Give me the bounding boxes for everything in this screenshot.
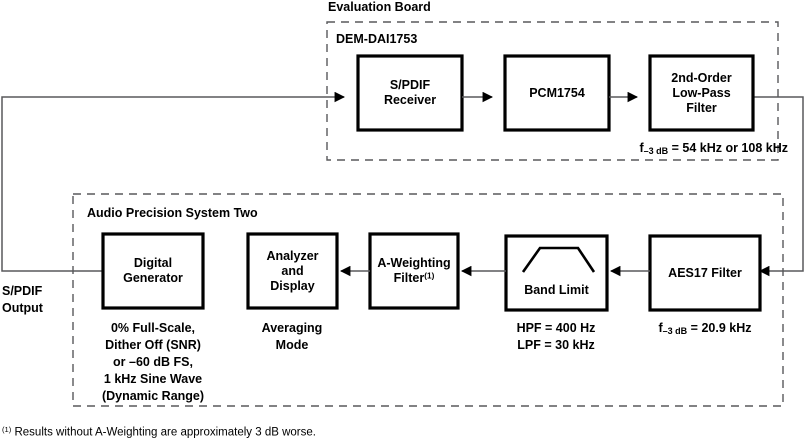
analyzer-mode-line1: Averaging xyxy=(261,321,323,335)
evaluation-board-title: Evaluation Board xyxy=(328,0,431,14)
wire-lowpass-to-aes17 xyxy=(752,96,804,277)
generator-line5: (Dynamic Range) xyxy=(101,388,205,403)
pcm1754-text: PCM1754 xyxy=(529,85,585,100)
band-limit-text: Band Limit xyxy=(524,282,589,297)
block-label-aes17-filter: AES17 Filter xyxy=(650,236,760,310)
block-lowpass-filter xyxy=(648,54,755,132)
footnote-text: Results without A-Weighting are approxim… xyxy=(14,426,316,439)
generator-line4: 1 kHz Sine Wave xyxy=(103,371,203,386)
lowpass-f-subscript: –3 dB xyxy=(643,145,669,156)
block-digital-generator xyxy=(101,232,205,310)
footnote-marker-inline: (1) xyxy=(424,271,435,281)
audio-precision-title: Audio Precision System Two xyxy=(87,206,258,220)
block-spdif-receiver xyxy=(356,54,464,132)
caption-aes17-spec: f–3 dB = 20.9 kHz xyxy=(645,320,765,337)
lowpass-f-symbol: f xyxy=(639,141,644,155)
footnote-marker: (1) xyxy=(2,425,12,434)
caption-lowpass-spec: f–3 dB = 54 kHz or 108 kHz xyxy=(598,140,788,157)
footnote: (1) Results without A-Weighting are appr… xyxy=(2,425,316,438)
band-limit-lpf: LPF = 30 kHz xyxy=(517,337,595,352)
enclosure-evaluation-board xyxy=(326,21,779,161)
analyzer-mode-line2: Mode xyxy=(275,337,309,352)
aes17-f-value: = 20.9 kHz xyxy=(690,321,752,335)
spdif-output-line1: S/PDIF xyxy=(2,284,43,298)
block-a-weighting-filter xyxy=(368,232,460,310)
generator-line1: 0% Full-Scale, xyxy=(110,321,196,335)
dem-dai1753-title: DEM-DAI1753 xyxy=(336,32,418,46)
block-label-band-limit: Band Limit xyxy=(506,274,607,306)
aes17-f-symbol: f xyxy=(658,321,663,335)
block-aes17-filter xyxy=(648,234,762,312)
caption-analyzer-mode: Averaging Mode xyxy=(232,320,352,354)
block-pcm1754 xyxy=(503,54,611,132)
enclosure-audio-precision xyxy=(72,193,784,407)
generator-line2: Dither Off (SNR) xyxy=(105,337,201,352)
caption-generator-settings: 0% Full-Scale, Dither Off (SNR) or –60 d… xyxy=(88,320,218,404)
wire-generator-to-receiver xyxy=(1,91,346,272)
band-limit-hpf: HPF = 400 Hz xyxy=(516,321,596,335)
aes17-text: AES17 Filter xyxy=(668,265,742,280)
block-label-pcm1754: PCM1754 xyxy=(505,56,609,130)
spdif-output-line2: Output xyxy=(2,300,43,315)
port-label-spdif-output: S/PDIF Output xyxy=(2,283,82,317)
caption-band-limit-specs: HPF = 400 Hz LPF = 30 kHz xyxy=(496,320,616,354)
lowpass-f-value: = 54 kHz or 108 kHz xyxy=(671,141,788,155)
generator-line3: or –60 dB FS, xyxy=(113,354,193,369)
aes17-f-subscript: –3 dB xyxy=(662,325,688,336)
block-analyzer-display xyxy=(246,232,339,310)
bandpass-response-icon xyxy=(521,246,596,273)
